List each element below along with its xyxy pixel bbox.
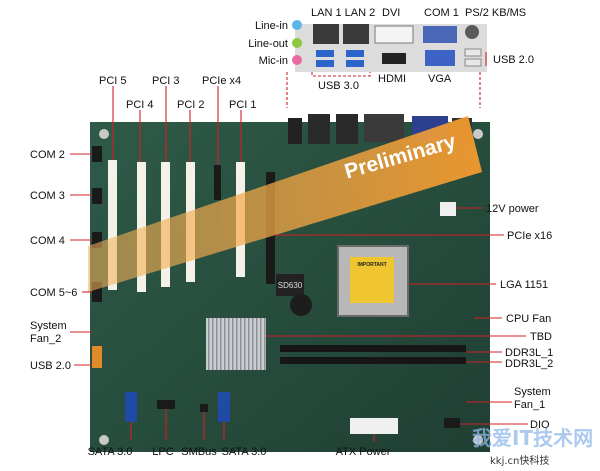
pci5-slot (108, 160, 117, 290)
usb20-top-label: USB 2.0 (493, 54, 534, 66)
hdmi-port (382, 53, 406, 64)
com56-label: COM 5~6 (30, 287, 77, 299)
line-out-jack (292, 38, 302, 48)
sysfan2-label-line1: System (30, 320, 67, 332)
com4-header (92, 232, 102, 248)
usb30-port (316, 50, 334, 57)
dvi-label: DVI (382, 7, 400, 19)
ddr3l-2-slot (280, 357, 466, 364)
line-in-label: Line-in (255, 20, 288, 32)
usb2-header (92, 346, 102, 368)
atx-label: ATX Power (336, 446, 391, 458)
hdmi-label: HDMI (378, 73, 406, 85)
power12v-label: 12V power (486, 203, 539, 215)
watermark-sub: kkj.cn快科技 (490, 454, 549, 467)
sata-right-label: SATA 3.0 (222, 446, 267, 458)
mounting-hole (473, 129, 483, 139)
cpu-socket-cover (350, 257, 394, 303)
watermark-main: 我爱IT技术网 (472, 426, 593, 450)
chip-label: SD630 (278, 281, 303, 290)
lpc-header (157, 400, 175, 409)
ddr2-label: DDR3L_2 (505, 358, 553, 370)
pci5-label: PCI 5 (99, 75, 127, 87)
chipset-heatsink (206, 318, 266, 370)
lpc-label: LPC (152, 446, 173, 458)
pcie4-slot (214, 165, 221, 200)
mic-in-label: Mic-in (259, 55, 288, 67)
vga-port (425, 50, 455, 66)
rear-lan-ports (336, 114, 358, 144)
smbus-label: SMBus (181, 446, 217, 458)
com3-label: COM 3 (30, 190, 65, 202)
pci1-label: PCI 1 (229, 99, 257, 111)
usb30-port (346, 60, 364, 67)
lan2-port (343, 24, 369, 44)
usb20-label: USB 2.0 (30, 360, 71, 372)
capacitor (290, 294, 312, 316)
sysfan2-label-line2: Fan_2 (30, 333, 61, 345)
pci3-label: PCI 3 (152, 75, 180, 87)
sata-left-ports (125, 392, 137, 422)
power12v-connector (440, 202, 456, 216)
com2-label: COM 2 (30, 149, 65, 161)
rear-lan-ports (308, 114, 330, 144)
lan-label: LAN 1 LAN 2 (311, 7, 375, 19)
sata-left-label: SATA 3.0 (88, 446, 133, 458)
vga-label: VGA (428, 73, 452, 85)
mounting-hole (473, 435, 483, 445)
cpu-sticker-text: IMPORTANT (357, 262, 386, 268)
dio-label: DIO (530, 419, 550, 431)
rear-audio-jacks (288, 118, 302, 144)
com1-label: COM 1 (424, 7, 459, 19)
sysfan1-label-line2: Fan_1 (514, 399, 545, 411)
ps2-label: PS/2 KB/MS (465, 7, 526, 19)
atx-power-connector (350, 418, 398, 434)
mounting-hole (99, 129, 109, 139)
usb20-port (464, 48, 482, 57)
usb30-port (316, 60, 334, 67)
rear-dvi-port (364, 114, 404, 142)
usb30-bracket (311, 72, 371, 77)
ddr3l-1-slot (280, 345, 466, 352)
usb30-port (346, 50, 364, 57)
line-in-jack (292, 20, 302, 30)
cpufan-label: CPU Fan (506, 313, 551, 325)
pcie16-label: PCIe x16 (507, 230, 552, 242)
com2-header (92, 146, 102, 162)
tbd-label: TBD (530, 331, 552, 343)
sata-right-ports (218, 392, 230, 422)
pcie4-label: PCIe x4 (202, 75, 241, 87)
usb20-port (464, 58, 482, 67)
ddr1-label: DDR3L_1 (505, 347, 553, 359)
usb30-label: USB 3.0 (318, 80, 359, 92)
sysfan1-label-line1: System (514, 386, 551, 398)
preliminary-banner (88, 116, 482, 292)
dio-header (444, 418, 460, 428)
smbus-header (200, 404, 208, 412)
mic-in-jack (292, 55, 302, 65)
com3-header (92, 188, 102, 204)
lan1-port (313, 24, 339, 44)
ps2-port (465, 25, 479, 39)
line-out-label: Line-out (248, 38, 288, 50)
pci2-label: PCI 2 (177, 99, 205, 111)
dvi-port (374, 25, 414, 44)
chip-sd630 (276, 274, 304, 296)
com56-header (92, 282, 102, 302)
mounting-hole (99, 435, 109, 445)
com4-label: COM 4 (30, 235, 65, 247)
pci4-label: PCI 4 (126, 99, 154, 111)
lga-label: LGA 1151 (500, 279, 548, 291)
pci4-slot (137, 162, 146, 292)
com1-port (423, 26, 457, 43)
